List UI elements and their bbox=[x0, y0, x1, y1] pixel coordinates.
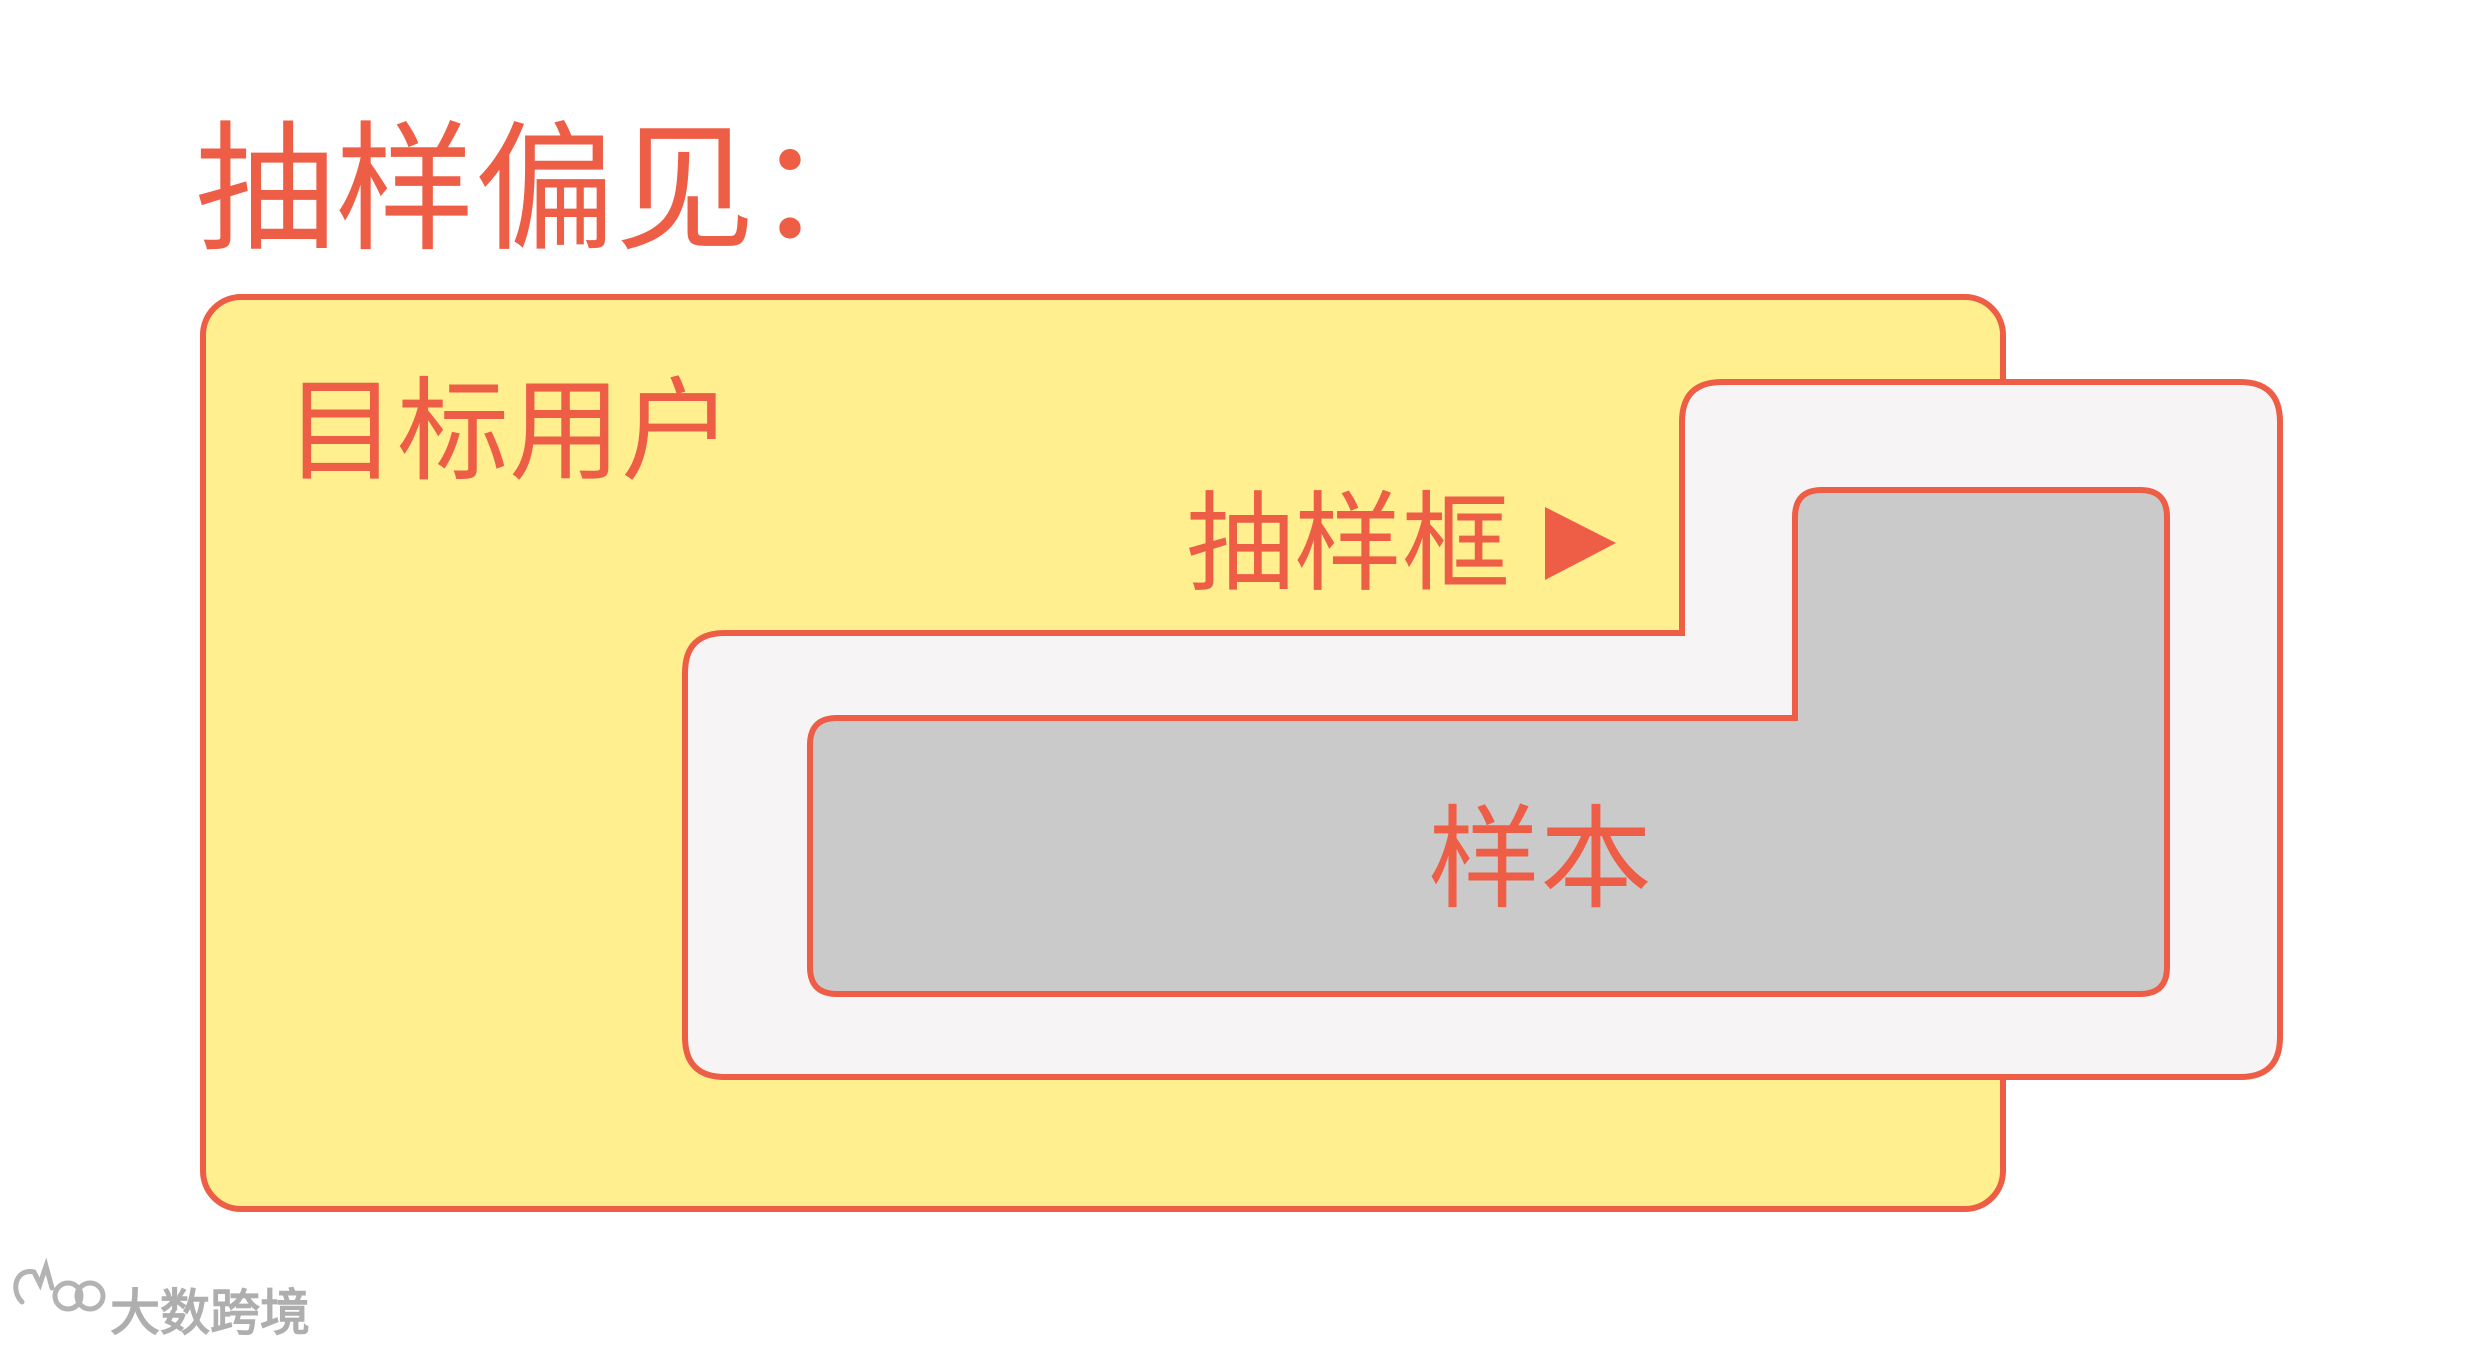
sampling-frame-label: 抽样框 bbox=[1186, 482, 1510, 607]
watermark-text: 大数跨境 bbox=[110, 1284, 310, 1342]
triangle-right-icon bbox=[1545, 507, 1616, 580]
target-users-label: 目标用户 bbox=[285, 367, 733, 497]
sample-label: 样本 bbox=[1428, 795, 1652, 925]
brand-logo-icon bbox=[13, 1257, 106, 1312]
sample-region bbox=[807, 487, 2170, 997]
diagram-title: 抽样偏见： bbox=[195, 109, 895, 272]
